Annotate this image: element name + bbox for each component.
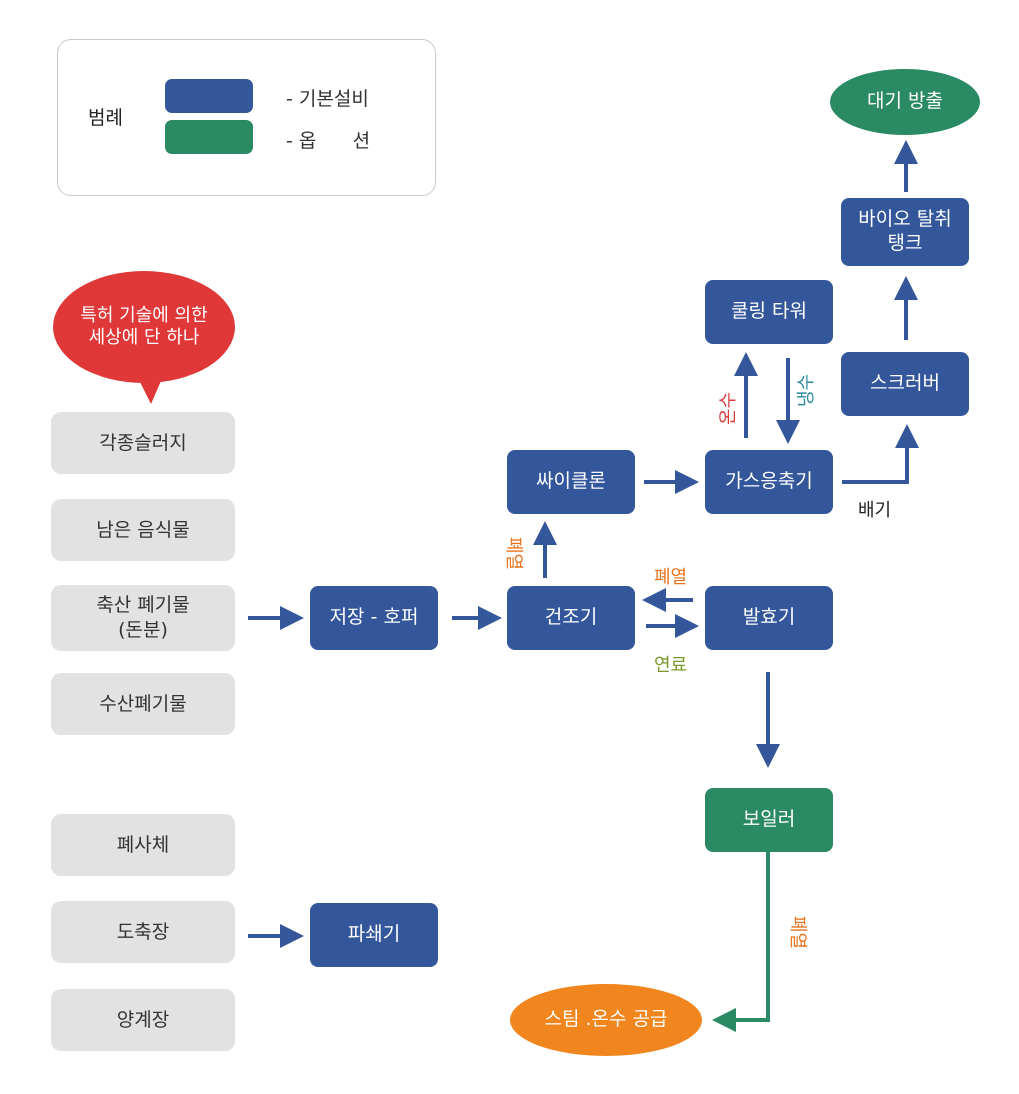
node-fermenter: 발효기 bbox=[705, 586, 833, 650]
label-cold-water-text: 냉수 bbox=[796, 373, 817, 407]
node-crusher-label: 파쇄기 bbox=[347, 923, 401, 946]
source-food-waste-label: 남은 음식물 bbox=[96, 518, 190, 541]
node-crusher: 파쇄기 bbox=[310, 903, 438, 967]
node-scrubber: 스크러버 bbox=[841, 352, 969, 416]
source-slaughterhouse: 도축장 bbox=[51, 901, 235, 963]
node-fermenter-label: 발효기 bbox=[742, 606, 796, 629]
label-waste-heat-boiler-text: 폐열 bbox=[787, 916, 808, 950]
source-fishery-label: 수산폐기물 bbox=[99, 692, 187, 715]
label-waste-heat-dryer-text: 폐열 bbox=[503, 537, 524, 571]
source-fishery-waste: 수산폐기물 bbox=[51, 673, 235, 735]
bubble-line-2: 세상에 단 하나 bbox=[88, 327, 200, 348]
source-sludge: 각종슬러지 bbox=[51, 412, 235, 474]
speech-bubble: 특허 기술에 의한 세상에 단 하나 bbox=[54, 290, 234, 364]
node-dryer: 건조기 bbox=[507, 586, 635, 650]
node-cooling-tower: 쿨링 타워 bbox=[705, 280, 833, 344]
source-poultry-label: 양계장 bbox=[116, 1008, 170, 1031]
source-livestock-label: 축산 폐기물 bbox=[96, 594, 190, 617]
source-slaughterhouse-label: 도축장 bbox=[116, 920, 170, 943]
node-boiler-label: 보일러 bbox=[742, 808, 796, 831]
node-cyclone: 싸이클론 bbox=[507, 450, 635, 514]
label-waste-heat-boiler: 폐열 bbox=[787, 916, 808, 957]
label-waste-heat-dryer: 폐열 bbox=[503, 537, 524, 578]
node-gas-condenser: 가스응축기 bbox=[705, 450, 833, 514]
legend-basic-swatch bbox=[165, 79, 253, 113]
source-food-waste: 남은 음식물 bbox=[51, 499, 235, 561]
node-boiler: 보일러 bbox=[705, 788, 833, 852]
label-fuel: 연료 bbox=[654, 655, 688, 676]
node-hopper-label: 저장 - 호퍼 bbox=[329, 606, 419, 629]
legend-basic-label: - 기본설비 bbox=[286, 88, 369, 110]
node-steam-label: 스팀 .온수 공급 bbox=[544, 1008, 668, 1031]
legend-option-label: - 옵 션 bbox=[286, 130, 371, 152]
label-discharge: 배기 bbox=[858, 500, 892, 521]
node-dryer-label: 건조기 bbox=[544, 606, 598, 629]
label-hot-water: 온수 bbox=[718, 386, 739, 426]
source-livestock-waste: 축산 폐기물 (돈분) bbox=[51, 585, 235, 651]
legend-option-swatch bbox=[165, 120, 253, 154]
node-cyclone-label: 싸이클론 bbox=[536, 470, 606, 493]
source-carcass: 폐사체 bbox=[51, 814, 235, 876]
node-bio-deodorizer: 바이오 탈취 탱크 bbox=[841, 198, 969, 266]
node-exhaust-label: 대기 방출 bbox=[867, 90, 943, 113]
label-hot-water-text: 온수 bbox=[718, 391, 739, 425]
bubble-line-1: 특허 기술에 의한 bbox=[80, 304, 208, 326]
legend-title: 범례 bbox=[88, 107, 123, 129]
source-sludge-label: 각종슬러지 bbox=[99, 431, 187, 454]
node-bio-label-2: 탱크 bbox=[887, 232, 923, 254]
label-cold-water: 냉수 bbox=[796, 368, 817, 408]
node-cooling-label: 쿨링 타워 bbox=[731, 300, 807, 323]
node-hopper: 저장 - 호퍼 bbox=[310, 586, 438, 650]
node-steam-supply: 스팀 .온수 공급 bbox=[510, 993, 702, 1047]
label-waste-heat-fermenter: 폐열 bbox=[654, 567, 688, 588]
node-exhaust: 대기 방출 bbox=[830, 75, 980, 129]
source-livestock-sublabel: (돈분) bbox=[118, 619, 168, 641]
source-carcass-label: 폐사체 bbox=[116, 833, 170, 856]
legend-box bbox=[57, 39, 436, 196]
node-scrubber-label: 스크러버 bbox=[870, 372, 940, 395]
source-poultry-farm: 양계장 bbox=[51, 989, 235, 1051]
node-bio-label-1: 바이오 탈취 bbox=[858, 208, 952, 231]
node-condenser-label: 가스응축기 bbox=[725, 470, 813, 493]
